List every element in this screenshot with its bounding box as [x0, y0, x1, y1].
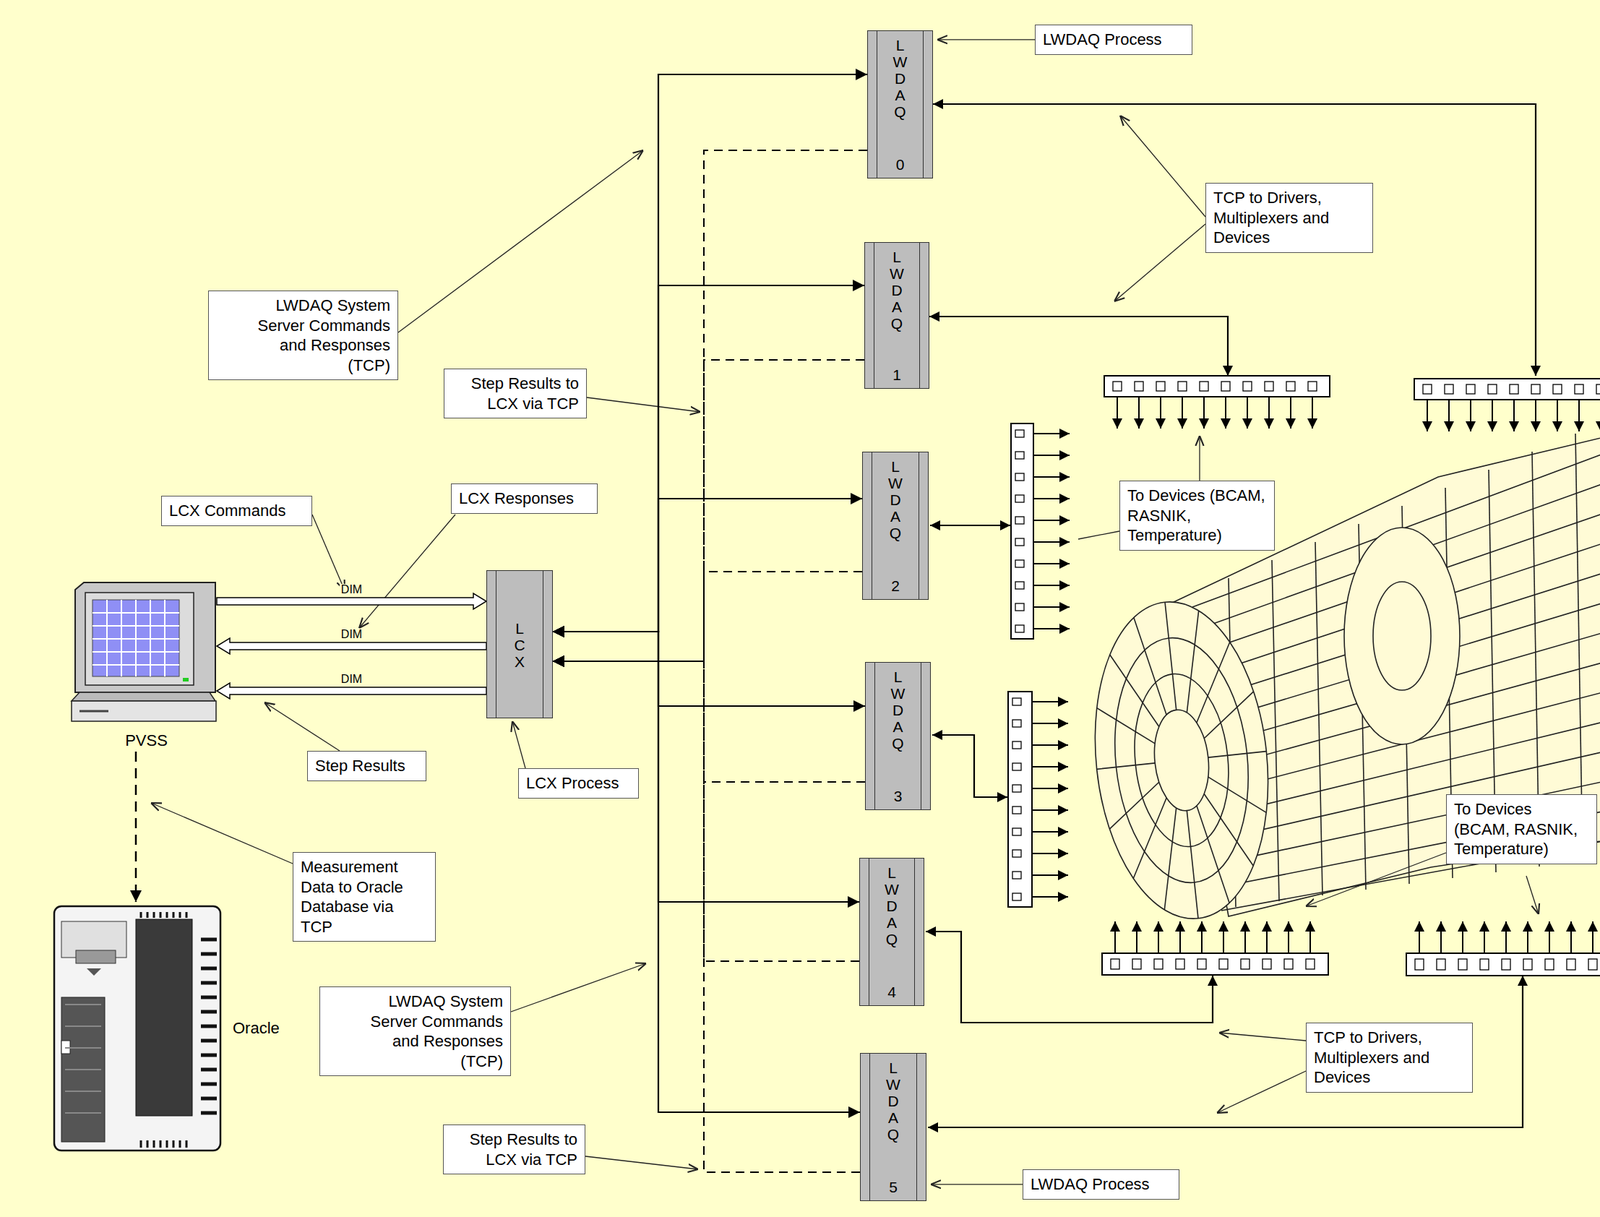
leader-lines	[151, 115, 1539, 1170]
process-name: LWDAQ	[884, 864, 900, 948]
process-number: 2	[891, 577, 900, 595]
callout-box: Step Results to LCX via TCP	[442, 1124, 586, 1175]
label-text: LCX Responses	[458, 488, 590, 509]
process-number: 0	[896, 156, 905, 174]
connector	[552, 571, 863, 662]
callout-box: TCP to Drivers, Multiplexers and Devices	[1205, 182, 1374, 253]
connector	[135, 751, 138, 902]
process-name: LWDAQ	[892, 36, 908, 120]
label-text: LWDAQ Process	[1042, 29, 1185, 50]
connector	[552, 74, 868, 632]
label-text: LCX Process	[526, 773, 631, 794]
connector	[930, 1183, 1023, 1185]
process-box: LWDAQ 3	[865, 661, 931, 811]
label-text: TCP to Drivers, Multiplexers and Devices	[1313, 1027, 1465, 1088]
process-name: LWDAQ	[890, 668, 906, 752]
process-box: LWDAQ 1	[864, 242, 930, 389]
process-box: LWDAQ 0	[867, 30, 933, 179]
connector-label: DIM	[339, 673, 364, 686]
connector	[552, 285, 865, 632]
dim-arrow	[216, 638, 487, 655]
multiplexer-strips	[1008, 375, 1600, 976]
process-box: LWDAQ 2	[862, 451, 929, 600]
process-number: 1	[892, 366, 902, 384]
label-text: TCP to Drivers, Multiplexers and Devices	[1213, 187, 1366, 248]
computer-node: PVSS	[68, 578, 225, 752]
connector	[552, 498, 863, 632]
process-name: LWDAQ	[888, 458, 904, 542]
connector-label: DIM	[339, 628, 364, 641]
label-text: LCX Commands	[169, 500, 305, 522]
callout-box: Measurement Data to Oracle Database via …	[292, 852, 436, 942]
connector	[552, 661, 860, 1173]
callout-box: Step Results to LCX via TCP	[443, 368, 587, 419]
callout-box: LWDAQ System Server Commands and Respons…	[319, 986, 511, 1077]
callout-box: LWDAQ Process	[1022, 1169, 1180, 1200]
connector	[552, 661, 866, 782]
computer-node: Oracle	[50, 901, 297, 1154]
connector	[552, 631, 866, 707]
label-text: To Devices (BCAM, RASNIK, Temperature)	[1127, 485, 1267, 546]
connector	[552, 150, 868, 662]
connector-label: DIM	[339, 583, 364, 596]
label-text: LWDAQ System Server Commands and Respons…	[252, 295, 391, 376]
process-name: LCX	[512, 620, 528, 670]
label-text: To Devices (BCAM, RASNIK, Temperature)	[1454, 799, 1590, 860]
callout-box: TCP to Drivers, Multiplexers and Devices	[1305, 1022, 1473, 1093]
label-text: Step Results to LCX via TCP	[450, 1129, 578, 1170]
detector-illustration	[1080, 433, 1600, 928]
process-name: LWDAQ	[889, 248, 905, 332]
label-text: LWDAQ System Server Commands and Respons…	[363, 991, 503, 1072]
process-name: LWDAQ	[885, 1059, 902, 1143]
label-text: Step Results to LCX via TCP	[451, 373, 579, 414]
process-box: LCX	[486, 570, 553, 719]
dim-arrow	[216, 593, 487, 610]
process-number: 4	[887, 983, 897, 1001]
process-number: 5	[888, 1178, 898, 1197]
label-text: Oracle	[232, 1018, 280, 1038]
server-icon	[54, 906, 221, 1151]
connector	[552, 661, 860, 962]
connector	[552, 359, 865, 662]
callout-box: LWDAQ System Server Commands and Respons…	[208, 290, 399, 381]
process-box: LWDAQ 4	[859, 857, 925, 1006]
computer-icon	[71, 582, 217, 722]
label-text: LWDAQ Process	[1030, 1174, 1172, 1195]
connector	[552, 631, 860, 902]
callout-box: LCX Responses	[450, 483, 598, 514]
connector	[552, 631, 860, 1113]
label-text: PVSS	[68, 731, 225, 751]
callout-box: LWDAQ Process	[1034, 24, 1193, 55]
callout-box: LCX Commands	[161, 495, 313, 527]
callout-box: To Devices (BCAM, RASNIK, Temperature)	[1446, 794, 1598, 865]
label-text: Step Results	[315, 755, 419, 777]
callout-box: To Devices (BCAM, RASNIK, Temperature)	[1119, 480, 1275, 551]
callout-box: Step Results	[307, 750, 427, 782]
process-number: 3	[893, 787, 903, 806]
label-text: Measurement Data to Oracle Database via …	[300, 857, 428, 937]
connector	[512, 721, 526, 769]
dim-arrow	[216, 682, 487, 699]
tcp-links	[925, 104, 1536, 1128]
connector	[937, 39, 1035, 40]
process-box: LWDAQ 5	[859, 1052, 927, 1202]
callout-box: LCX Process	[518, 768, 639, 799]
